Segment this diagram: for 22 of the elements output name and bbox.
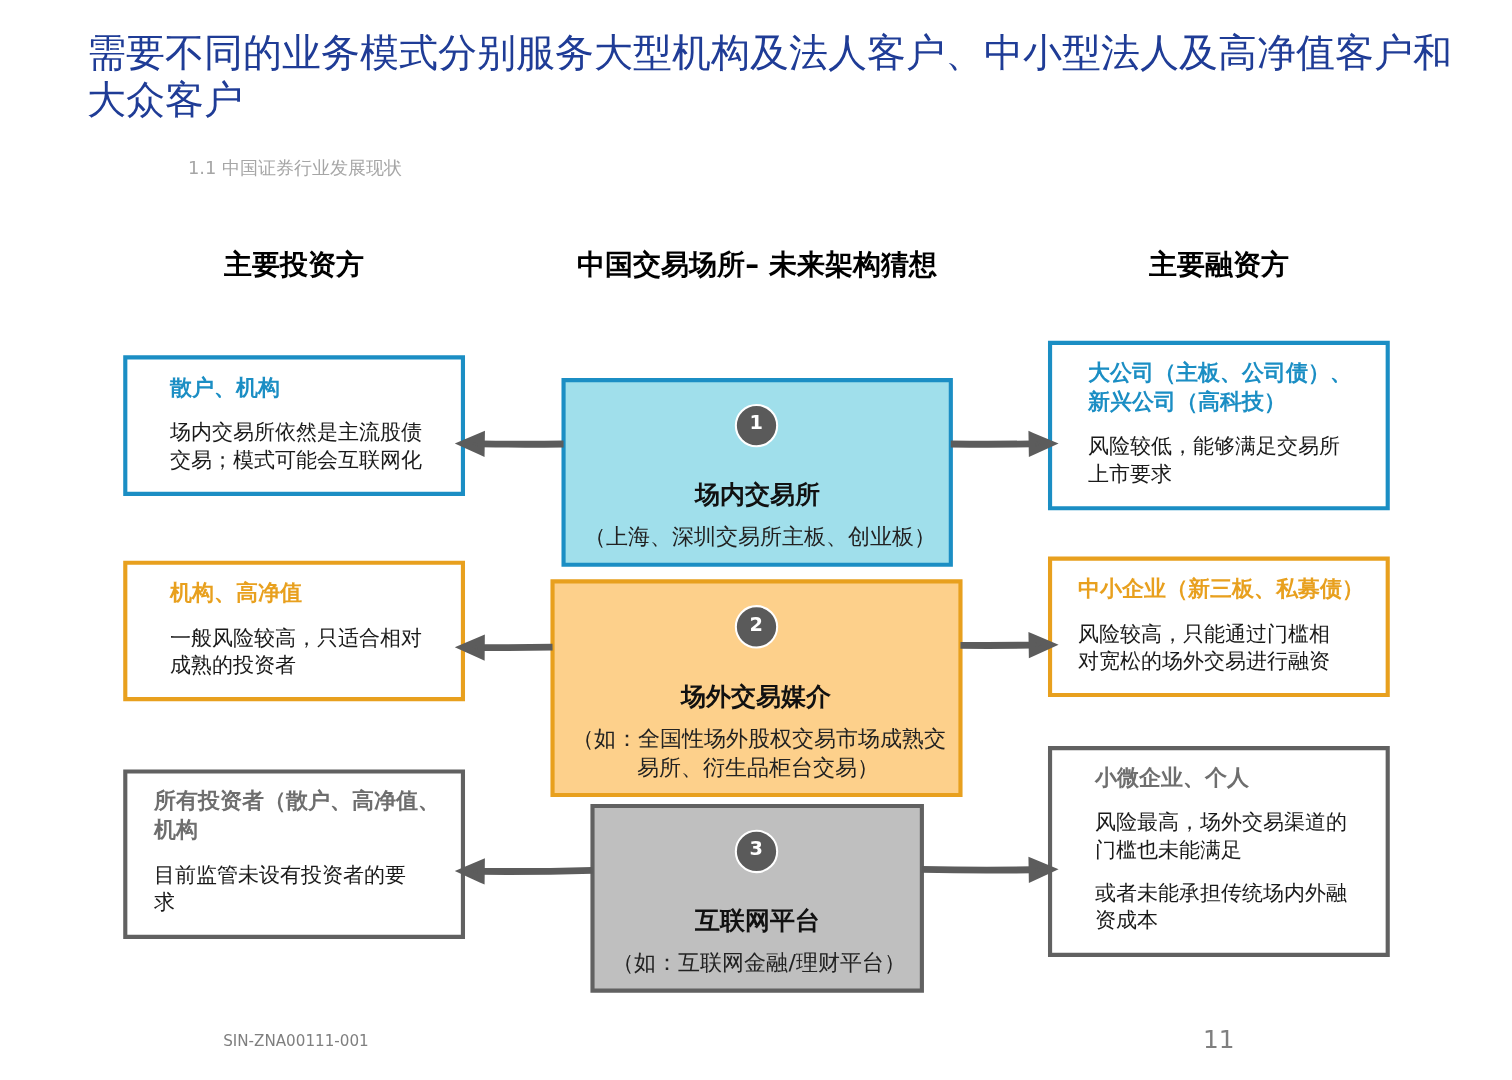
arrow (454, 430, 564, 458)
label: 中国交易场所– 未来架构猜想 (576, 248, 937, 281)
arrow (454, 634, 553, 661)
node-circle: 2 (734, 605, 778, 649)
node-box: 小微企业、个人 风险最高，场外交易渠道的门槛也未能满足 或者未能承担传统场内外融资成本 (1047, 746, 1390, 957)
arrow (959, 632, 1059, 659)
node-box: 中小企业（新三板、私募债） 风险较高，只能通过门槛相对宽松的场外交易进行融资 (1047, 556, 1390, 698)
node-box: 所有投资者（散户、高净值、机构 目前监管未设有投资者的要求 (122, 769, 465, 939)
label: SIN-ZNA00111-001 (222, 1031, 369, 1050)
arrow (921, 856, 1059, 883)
label: 主要融资方 (1148, 248, 1289, 281)
label: 11 (1202, 1024, 1235, 1054)
label: 主要投资方 (223, 248, 364, 281)
label: 1.1 中国证券行业发展现状 (187, 156, 402, 178)
diagram-title: 需要不同的业务模式分别服务大型机构及法人客户、中小型法人及高净值客户和大众客户 (86, 29, 1452, 122)
arrow (454, 858, 593, 885)
node-circle: 3 (734, 829, 778, 874)
node-box: 散户、机构 场内交易所依然是主流股债交易；模式可能会互联网化 (122, 355, 465, 496)
node-box: 机构、高净值 一般风险较高，只适合相对成熟的投资者 (122, 560, 465, 702)
node-box: 大公司（主板、公司债）、新兴公司（高科技） 风险较低，能够满足交易所上市要求 (1047, 340, 1390, 511)
arrow (950, 430, 1059, 458)
node-circle: 1 (734, 403, 778, 448)
